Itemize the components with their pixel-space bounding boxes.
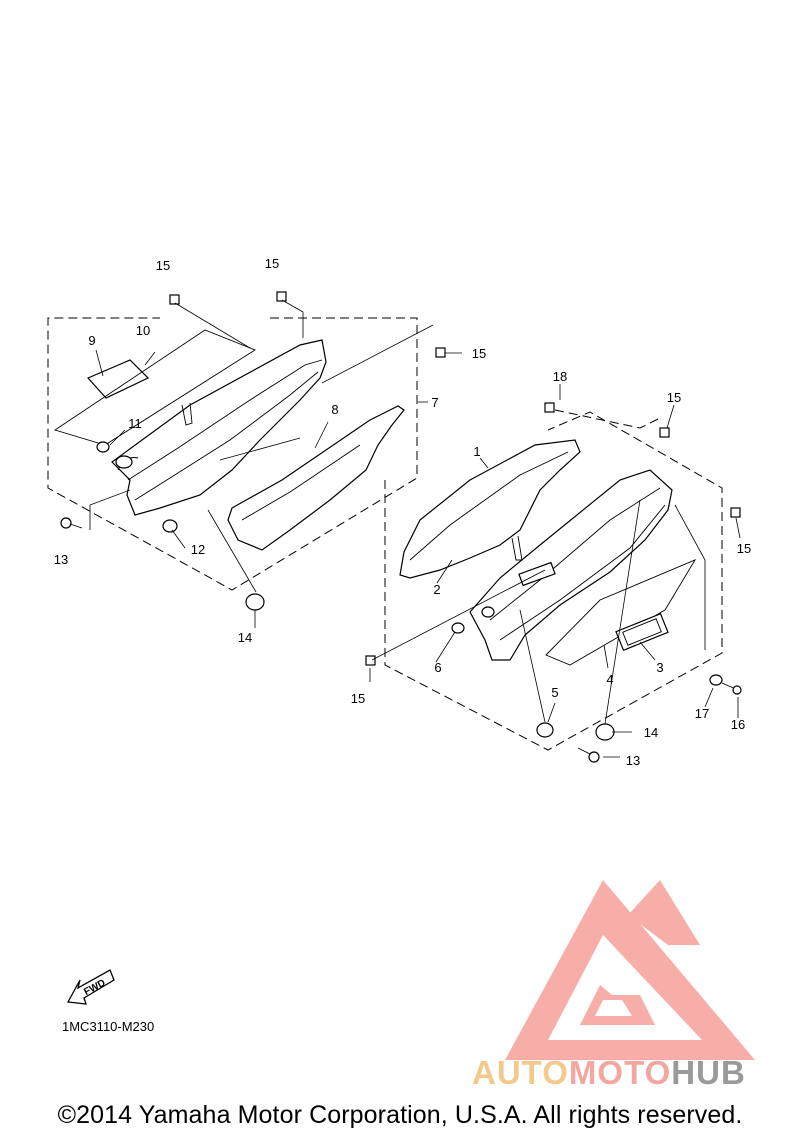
right-assembly — [365, 384, 742, 763]
watermark-text: AUTOMOTOHUB — [472, 1054, 746, 1092]
clip-part-15-c — [435, 347, 446, 358]
fwd-label: FWD — [82, 978, 107, 998]
callout-18: 18 — [553, 369, 567, 384]
callout-2: 2 — [433, 582, 440, 597]
watermark-logo-icon — [505, 880, 755, 1060]
clip-part-15-a — [169, 294, 180, 305]
callout-13: 13 — [54, 552, 68, 567]
clip-part-15-b — [276, 291, 287, 302]
bolt-part-13-right — [577, 747, 600, 763]
collar-part-17 — [709, 674, 723, 686]
callout-15: 15 — [156, 258, 170, 273]
callout-17: 17 — [695, 706, 709, 721]
callout-14: 14 — [644, 725, 658, 740]
clip-part-15-e — [730, 507, 741, 518]
callout-15: 15 — [472, 346, 486, 361]
callout-8: 8 — [331, 402, 338, 417]
clip-part-15-d — [659, 427, 670, 438]
callout-5: 5 — [551, 685, 558, 700]
nut-part-6 — [451, 622, 465, 634]
bolt-part-13-left — [60, 517, 83, 529]
grommet-part-14-left — [245, 593, 265, 611]
damper-part-12 — [162, 519, 178, 533]
callout-10: 10 — [136, 323, 150, 338]
left-assembly — [47, 291, 462, 628]
callout-15: 15 — [667, 390, 681, 405]
inner-panel-part-8 — [227, 405, 405, 551]
callout-3: 3 — [656, 660, 663, 675]
callout-15: 15 — [351, 691, 365, 706]
callout-labels: 15 15 15 10 9 11 13 12 8 7 14 18 15 1 2 … — [54, 256, 751, 768]
emblem-part-3 — [615, 612, 669, 652]
nut-part-11 — [96, 441, 110, 453]
side-cover-right-part-1 — [399, 439, 581, 579]
callout-15: 15 — [265, 256, 279, 271]
callout-14: 14 — [238, 630, 252, 645]
callout-11: 11 — [128, 416, 142, 431]
watermark-hub: HUB — [671, 1054, 746, 1091]
callout-13: 13 — [626, 753, 640, 768]
clip-part-15-f — [365, 655, 376, 666]
grommet-part-14-right — [595, 723, 615, 741]
callout-1: 1 — [473, 444, 480, 459]
watermark-moto: MOTO — [568, 1054, 672, 1091]
side-cover-left-part-7 — [111, 339, 327, 516]
callout-7: 7 — [431, 395, 438, 410]
callout-6: 6 — [434, 660, 441, 675]
callout-12: 12 — [191, 542, 205, 557]
watermark-auto: AUTO — [472, 1054, 569, 1091]
callout-16: 16 — [731, 717, 745, 732]
bolt-part-16 — [721, 682, 742, 695]
copyright-notice: ©2014 Yamaha Motor Corporation, U.S.A. A… — [57, 1101, 743, 1129]
fwd-arrow-icon: FWD — [66, 969, 115, 1005]
decal-part-9 — [86, 359, 150, 399]
grommet-part-5 — [536, 722, 554, 738]
callout-4: 4 — [606, 672, 613, 687]
diagram-code: 1MC3110-M230 — [62, 1019, 155, 1034]
callout-9: 9 — [88, 333, 95, 348]
callout-15: 15 — [737, 541, 751, 556]
clip-part-18 — [544, 402, 555, 413]
